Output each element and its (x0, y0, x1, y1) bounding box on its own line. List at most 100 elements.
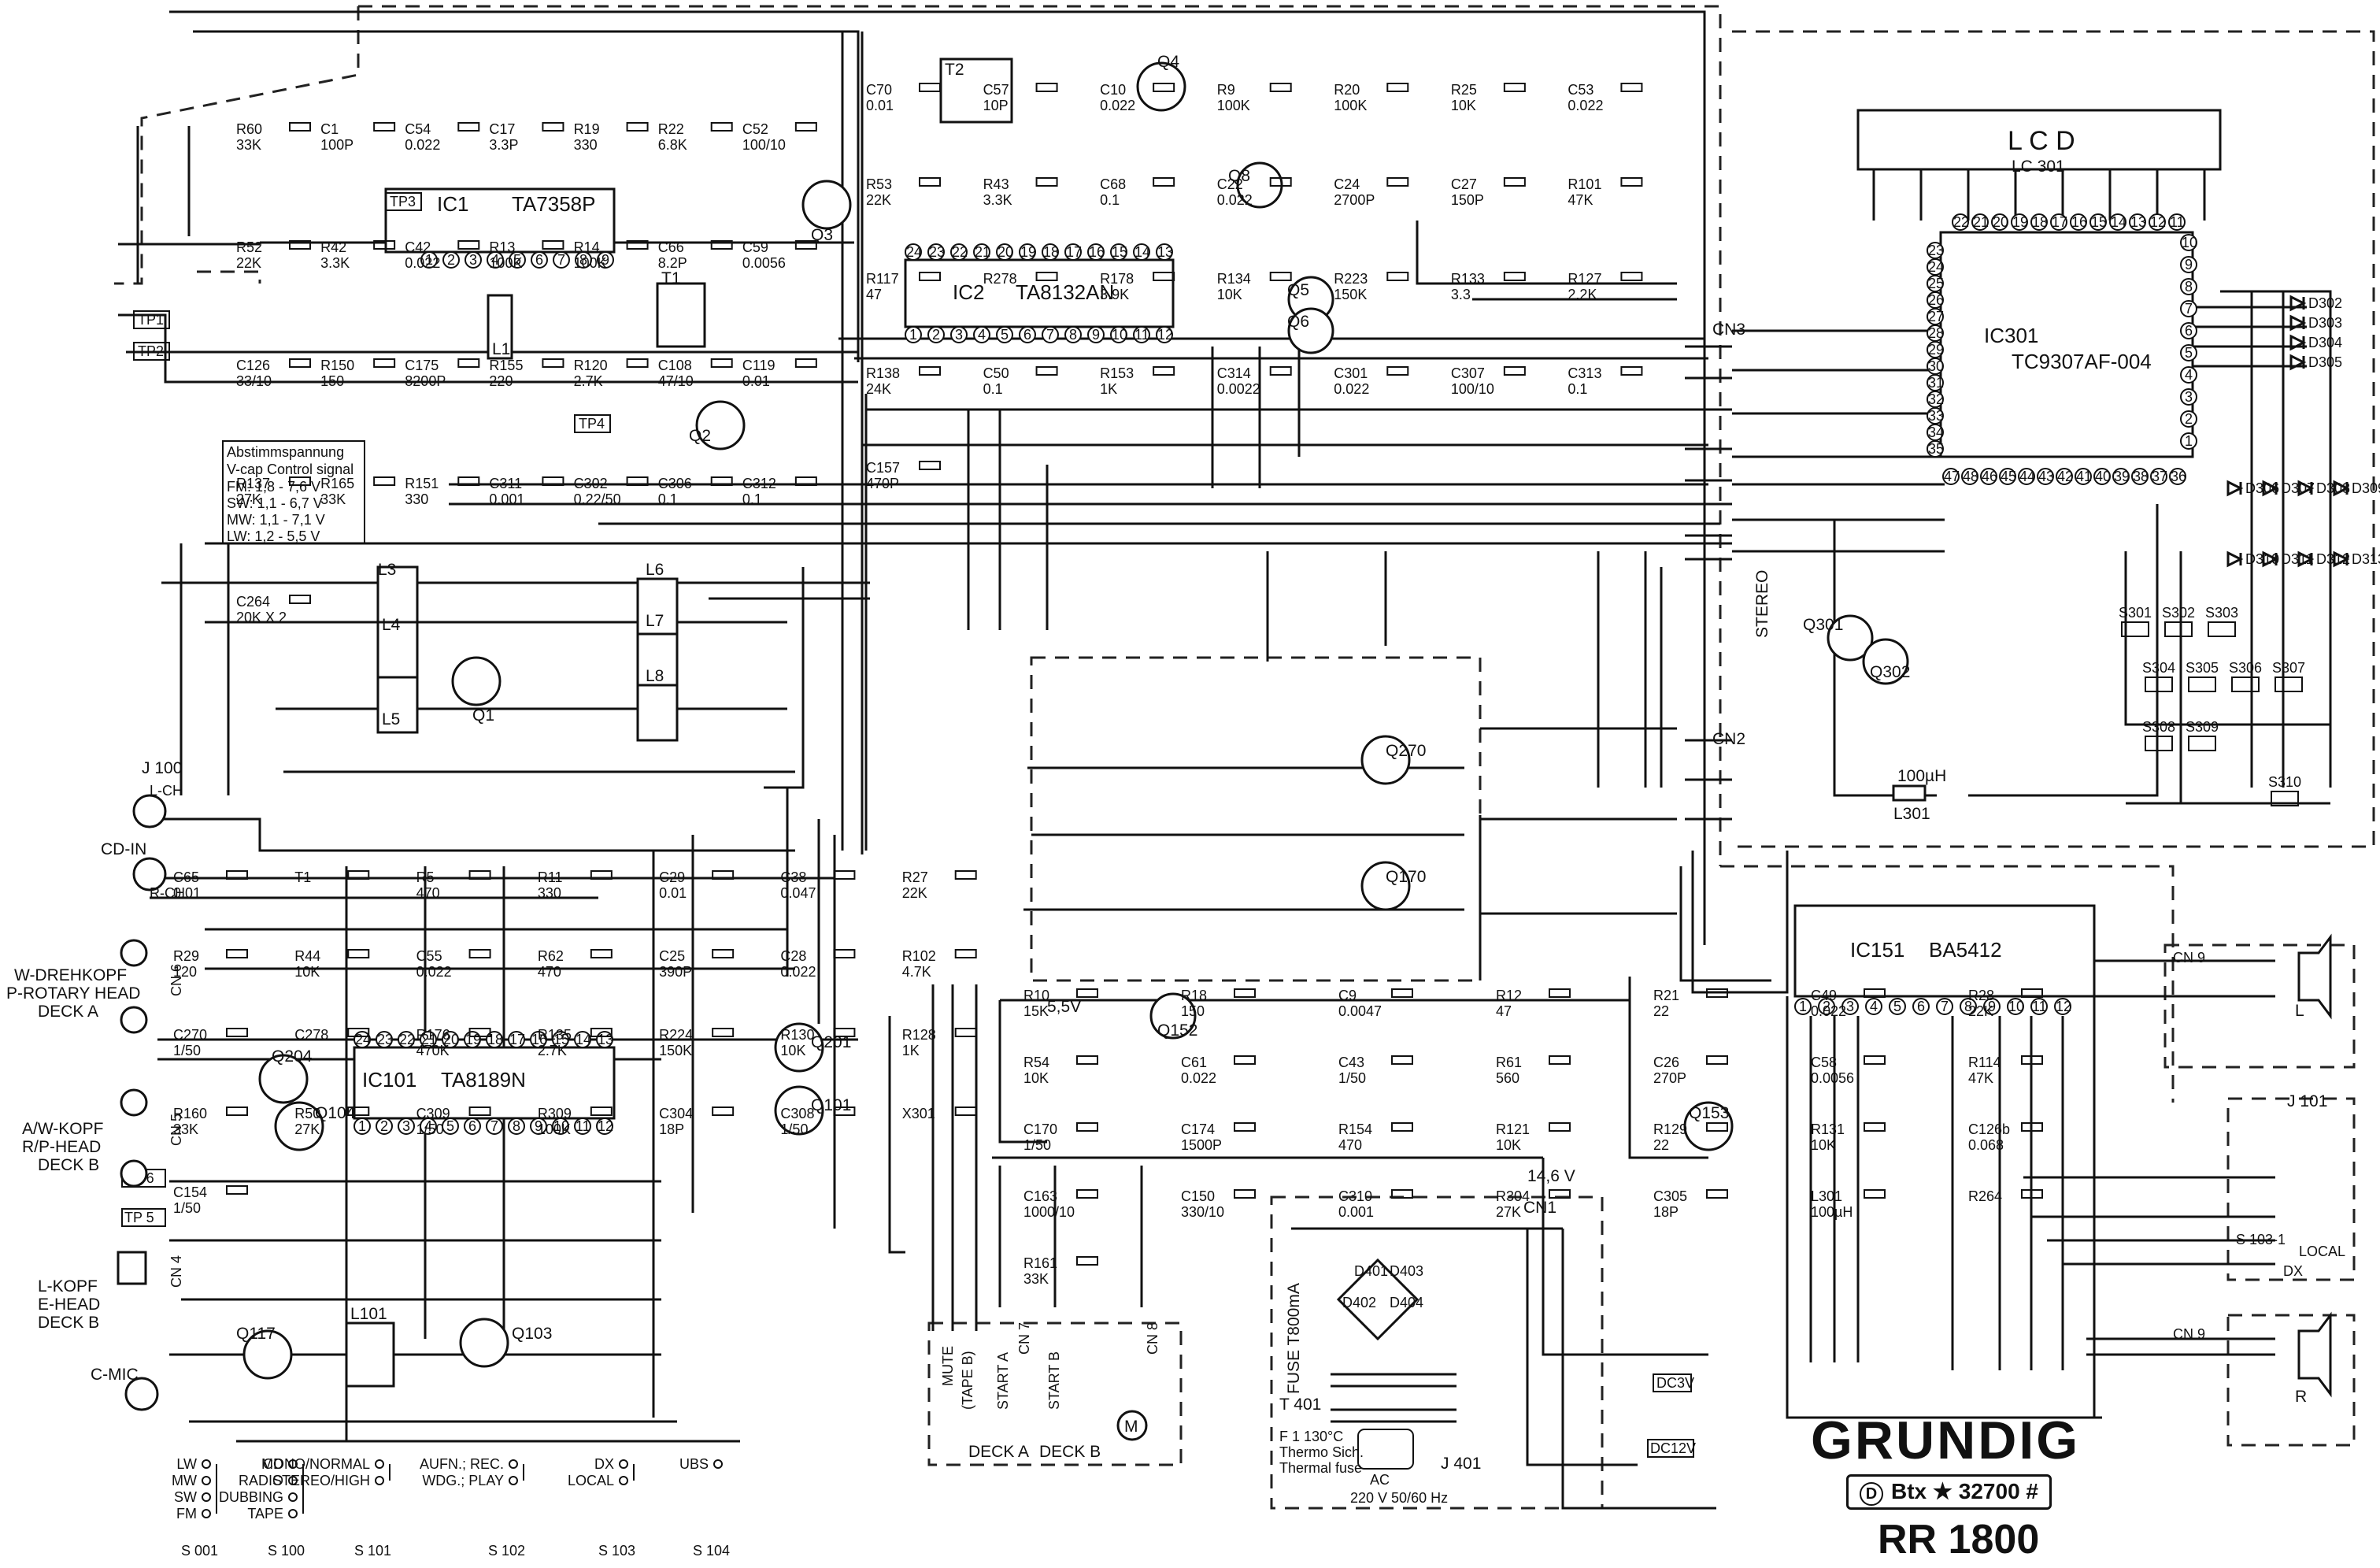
component-ref: C170 (1023, 1121, 1057, 1137)
ic-pin (2180, 366, 2197, 384)
component-ref: R52 (236, 239, 262, 255)
ic-pin-number: 8 (2185, 279, 2193, 295)
component-ref: C54 (405, 121, 431, 137)
ic-pin-number: 9 (1988, 999, 1996, 1014)
component-value: 0.1 (658, 491, 678, 507)
ic-pin-number: 8 (1069, 327, 1077, 343)
component-ref: R161 (1023, 1255, 1057, 1271)
component-ref: C9 (1338, 988, 1357, 1003)
legend-position: MW (172, 1473, 197, 1488)
component-value: 0.0056 (742, 255, 786, 271)
component-value: 0.1 (1568, 381, 1587, 397)
component-body (833, 870, 856, 880)
ic-pin-number: 6 (468, 1118, 476, 1134)
component-ref: R28 (1968, 988, 1994, 1003)
component-body (1706, 1189, 1728, 1199)
legend-switch-id: S 103 (598, 1543, 635, 1559)
svg-text:DECK B: DECK B (38, 1156, 99, 1174)
svg-text:Thermo Sich.: Thermo Sich. (1279, 1444, 1364, 1460)
tuning-row-sw: SW: 1,1 - 6,7 V (227, 495, 323, 511)
component-value: 18P (659, 1121, 684, 1137)
ic-pin (2150, 468, 2167, 485)
component-ref: C278 (294, 1027, 328, 1043)
ic-pin (486, 1118, 503, 1135)
ic-pin (1064, 326, 1082, 343)
ic-pin-number: 8 (513, 1118, 520, 1134)
ic-pin-number: 4 (978, 327, 986, 343)
diode-label: D305 (2308, 354, 2342, 370)
ic-pin (1952, 213, 1969, 231)
legend-contact (509, 1459, 518, 1469)
diode-symbol (2297, 550, 2315, 568)
component-value: 33K (173, 1121, 198, 1137)
ic-pin-number: 7 (557, 252, 565, 268)
ic-pin-number: 17 (509, 1032, 525, 1047)
ic-pin-number: 37 (2152, 469, 2167, 484)
ic-pin-number: 4 (1870, 999, 1878, 1014)
component-body (794, 358, 817, 368)
component-body (1076, 1055, 1098, 1065)
component-value: 2700P (1334, 192, 1375, 208)
component-value: 0.0047 (1338, 1003, 1382, 1019)
ic-pin-number: 24 (906, 244, 922, 260)
component-ref: C66 (658, 239, 684, 255)
ic301-block: IC301 TC9307AF-004 (1939, 231, 2194, 458)
ic-pin-number: 7 (1941, 999, 1949, 1014)
component-ref: R43 (983, 176, 1009, 192)
component-body (457, 122, 480, 132)
component-ref: R60 (236, 121, 262, 137)
ic-pin-number: 15 (1112, 244, 1127, 260)
svg-text:J 401: J 401 (1441, 1455, 1481, 1473)
legend-position: SW (174, 1489, 197, 1505)
key-label: S303 (2205, 605, 2238, 621)
key-label: S302 (2162, 605, 2195, 621)
component-value: 3.3K (983, 192, 1012, 208)
component-body (347, 1028, 370, 1037)
component-value: 33K (1023, 1271, 1049, 1287)
component-ref: C38 (780, 869, 806, 885)
component-ref: C108 (658, 358, 692, 373)
key-label: S307 (2272, 660, 2305, 676)
ic-pin-number: 12 (2056, 999, 2071, 1014)
lcd-ref: L C D (2008, 126, 2075, 156)
diode-symbol (2226, 550, 2244, 568)
component-body (919, 366, 941, 376)
svg-text:START B: START B (1046, 1351, 1062, 1410)
component-ref: C27 (1451, 176, 1477, 192)
ic-pin-number: 2 (447, 252, 455, 268)
ic-pin (1133, 326, 1150, 343)
ic-pin-number: 5 (1001, 327, 1009, 343)
svg-text:Q204: Q204 (272, 1047, 313, 1066)
component-value: 8.2P (658, 255, 687, 271)
ic-pin (597, 251, 614, 269)
component-ref: R114 (1968, 1055, 2001, 1070)
component-value: 22K (866, 192, 891, 208)
svg-text:Q104: Q104 (315, 1104, 356, 1122)
ic-pin-number: 9 (1092, 327, 1100, 343)
svg-text:Q103: Q103 (512, 1325, 552, 1343)
legend-position: MONO/NORMAL (261, 1456, 370, 1472)
component-ref: R131 (1811, 1121, 1845, 1137)
component-body (1153, 272, 1175, 281)
ic-pin (552, 1118, 569, 1135)
ic-pin (1961, 468, 1978, 485)
component-ref: R224 (659, 1027, 693, 1043)
ic-pin-number: 5 (446, 1118, 454, 1134)
legend-switch-id: S 104 (693, 1543, 730, 1559)
svg-text:Q301: Q301 (1803, 616, 1843, 634)
ic-pin-number: 2 (380, 1118, 388, 1134)
ic-pin (1980, 468, 1997, 485)
diode-symbol (2262, 550, 2279, 568)
ic-pin-number: 45 (2001, 469, 2016, 484)
ic-pin-number: 10 (553, 1118, 569, 1134)
component-value: 18P (1653, 1204, 1679, 1220)
ic-pin (2050, 213, 2067, 231)
component-body (1391, 1122, 1413, 1132)
ic-pin (927, 243, 945, 261)
ic-pin (1156, 326, 1173, 343)
ic-pin (2018, 468, 2035, 485)
component-body (1391, 1189, 1413, 1199)
ic-pin-number: 7 (1046, 327, 1054, 343)
component-value: 15K (1023, 1003, 1049, 1019)
